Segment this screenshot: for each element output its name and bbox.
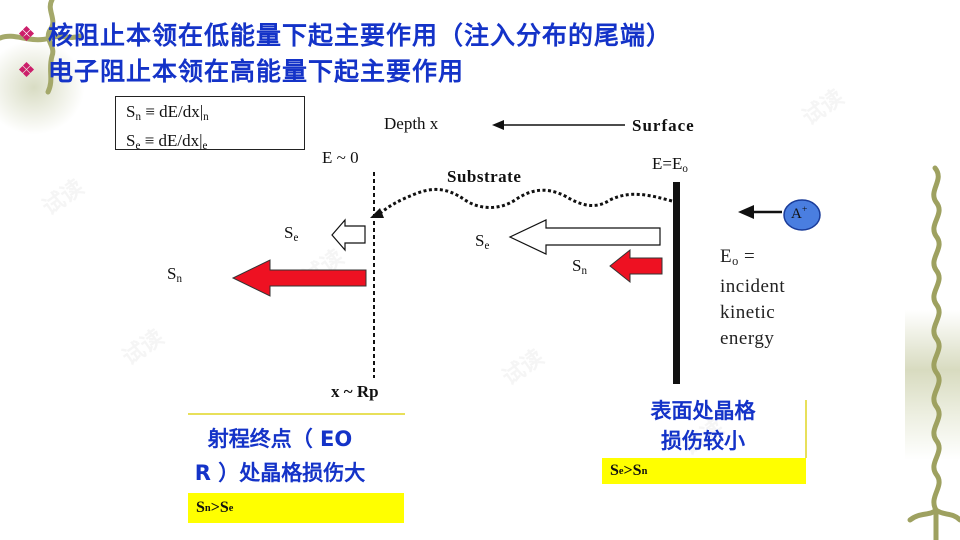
bullet-item-nuclear-stopping: 核阻止本领在低能量下起主要作用（注入分布的尾端） (18, 18, 673, 50)
watermark: 试读 (798, 85, 849, 131)
initial-energy-label: E=Eo (652, 154, 688, 175)
right-sn-arrow-label: Sn (572, 256, 587, 277)
watermark: 试读 (118, 325, 169, 371)
ion-label: A+ (791, 204, 808, 222)
projected-range-label: x ~ Rp (331, 382, 379, 401)
substrate-label: Substrate (447, 167, 522, 186)
watermark: 试读 (298, 245, 349, 291)
end-of-range-damage-note: 射程终点（ EO R ）处晶格损伤大 (194, 427, 366, 485)
background-decoration-right (905, 310, 960, 460)
diamond-bullet-icon (18, 61, 35, 78)
surface-damage-note: 表面处晶格 损伤较小 (650, 399, 756, 453)
right-se-arrow-label: Se (475, 231, 490, 252)
surface-label: Surface (632, 116, 695, 135)
left-se-arrow-label: Se (284, 223, 299, 244)
watermark: 试读 (498, 345, 549, 391)
background-decoration-left (0, 40, 85, 135)
left-sn-arrow-label: Sn (167, 264, 182, 285)
formula-sn: Sn ≡ dE/dx|n (126, 102, 209, 123)
diamond-bullet-icon (18, 25, 35, 42)
bullet-text: 核阻止本领在低能量下起主要作用（注入分布的尾端） (48, 21, 673, 50)
incident-energy-definition: Eo = incident kinetic energy (720, 246, 786, 350)
formula-se: Se ≡ dE/dx|e (126, 130, 208, 152)
bullet-item-electronic-stopping: 电子阻止本领在高能量下起主要作用 (18, 54, 465, 86)
depth-axis-label: Depth x (384, 114, 439, 133)
watermark: 试读 (38, 175, 89, 221)
bullet-text: 电子阻止本领在高能量下起主要作用 (48, 57, 465, 86)
energy-zero-label: E ~ 0 (322, 148, 359, 167)
stopping-power-definition-box: Sn ≡ dE/dx|n Se ≡ dE/dx|e (115, 96, 305, 152)
